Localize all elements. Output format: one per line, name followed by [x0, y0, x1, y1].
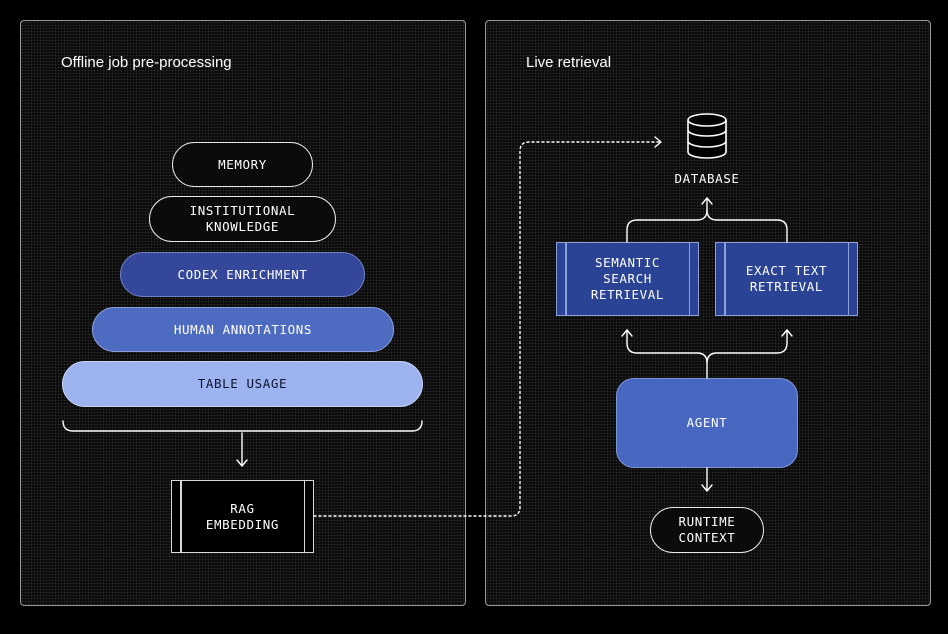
table-usage-layer: TABLE USAGE — [62, 361, 423, 407]
codex-enrichment-layer: CODEX ENRICHMENT — [120, 252, 365, 297]
rag-embedding-box: RAG EMBEDDING — [171, 480, 314, 553]
database-icon — [686, 111, 728, 161]
offline-panel-title: Offline job pre-processing — [61, 54, 232, 71]
institutional-knowledge-layer: INSTITUTIONAL KNOWLEDGE — [149, 196, 336, 242]
runtime-context-pill: RUNTIME CONTEXT — [650, 507, 764, 553]
live-panel-title: Live retrieval — [526, 54, 612, 71]
exact-text-retrieval-box: EXACT TEXT RETRIEVAL — [715, 242, 858, 316]
human-annotations-layer: HUMAN ANNOTATIONS — [92, 307, 394, 352]
memory-layer: MEMORY — [172, 142, 313, 187]
agent-box: AGENT — [616, 378, 798, 468]
database-label: DATABASE — [674, 171, 740, 186]
semantic-search-retrieval-box: SEMANTIC SEARCH RETRIEVAL — [556, 242, 699, 316]
